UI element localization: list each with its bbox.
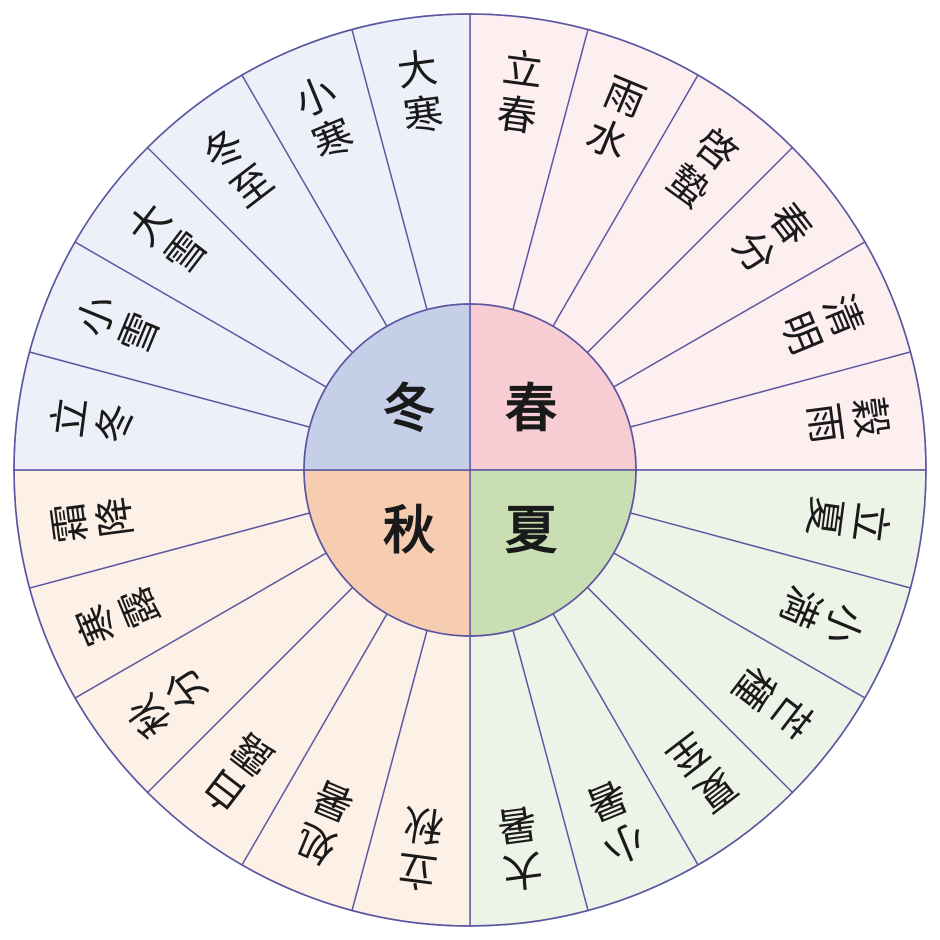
season-label-winter: 冬 bbox=[383, 378, 435, 439]
term-label-char: 大 bbox=[395, 45, 441, 96]
term-label-group: 霜降 bbox=[45, 494, 141, 546]
term-label-char: 暑 bbox=[494, 799, 540, 850]
term-label-char: 雨 bbox=[799, 401, 850, 447]
season-label-summer: 夏 bbox=[505, 501, 558, 562]
term-segments bbox=[13, 13, 927, 927]
outer-ring bbox=[13, 13, 927, 927]
term-label-char: 立 bbox=[45, 395, 96, 441]
term-label-group: 穀雨 bbox=[799, 395, 895, 447]
term-label-group: 立夏 bbox=[799, 494, 895, 546]
term-label-char: 大 bbox=[500, 844, 546, 895]
term-label-char: 夏 bbox=[799, 494, 850, 540]
term-label-group: 大寒 bbox=[395, 45, 447, 141]
term-label-char: 穀 bbox=[844, 395, 895, 441]
season-label-spring: 春 bbox=[505, 378, 557, 439]
term-label-char: 立 bbox=[500, 45, 546, 96]
inner-circle bbox=[303, 303, 637, 637]
term-label-group: 立秋 bbox=[395, 799, 447, 895]
term-label-group: 立冬 bbox=[45, 395, 141, 447]
term-label-char: 秋 bbox=[401, 799, 447, 850]
term-label-char: 立 bbox=[395, 844, 441, 895]
term-label-char: 霜 bbox=[45, 500, 96, 546]
term-label-char: 春 bbox=[494, 91, 540, 142]
term-label-char: 冬 bbox=[91, 401, 142, 447]
season-labels: 春夏 秋 冬 bbox=[383, 378, 558, 561]
season-label-autumn: 秋 bbox=[383, 501, 435, 562]
term-label-group: 大暑 bbox=[494, 799, 546, 895]
term-label-group: 立春 bbox=[494, 45, 546, 141]
season-quadrants bbox=[303, 303, 637, 637]
term-label-char: 降 bbox=[91, 494, 142, 540]
term-label-char: 寒 bbox=[401, 91, 447, 142]
term-label-char: 立 bbox=[844, 500, 895, 546]
